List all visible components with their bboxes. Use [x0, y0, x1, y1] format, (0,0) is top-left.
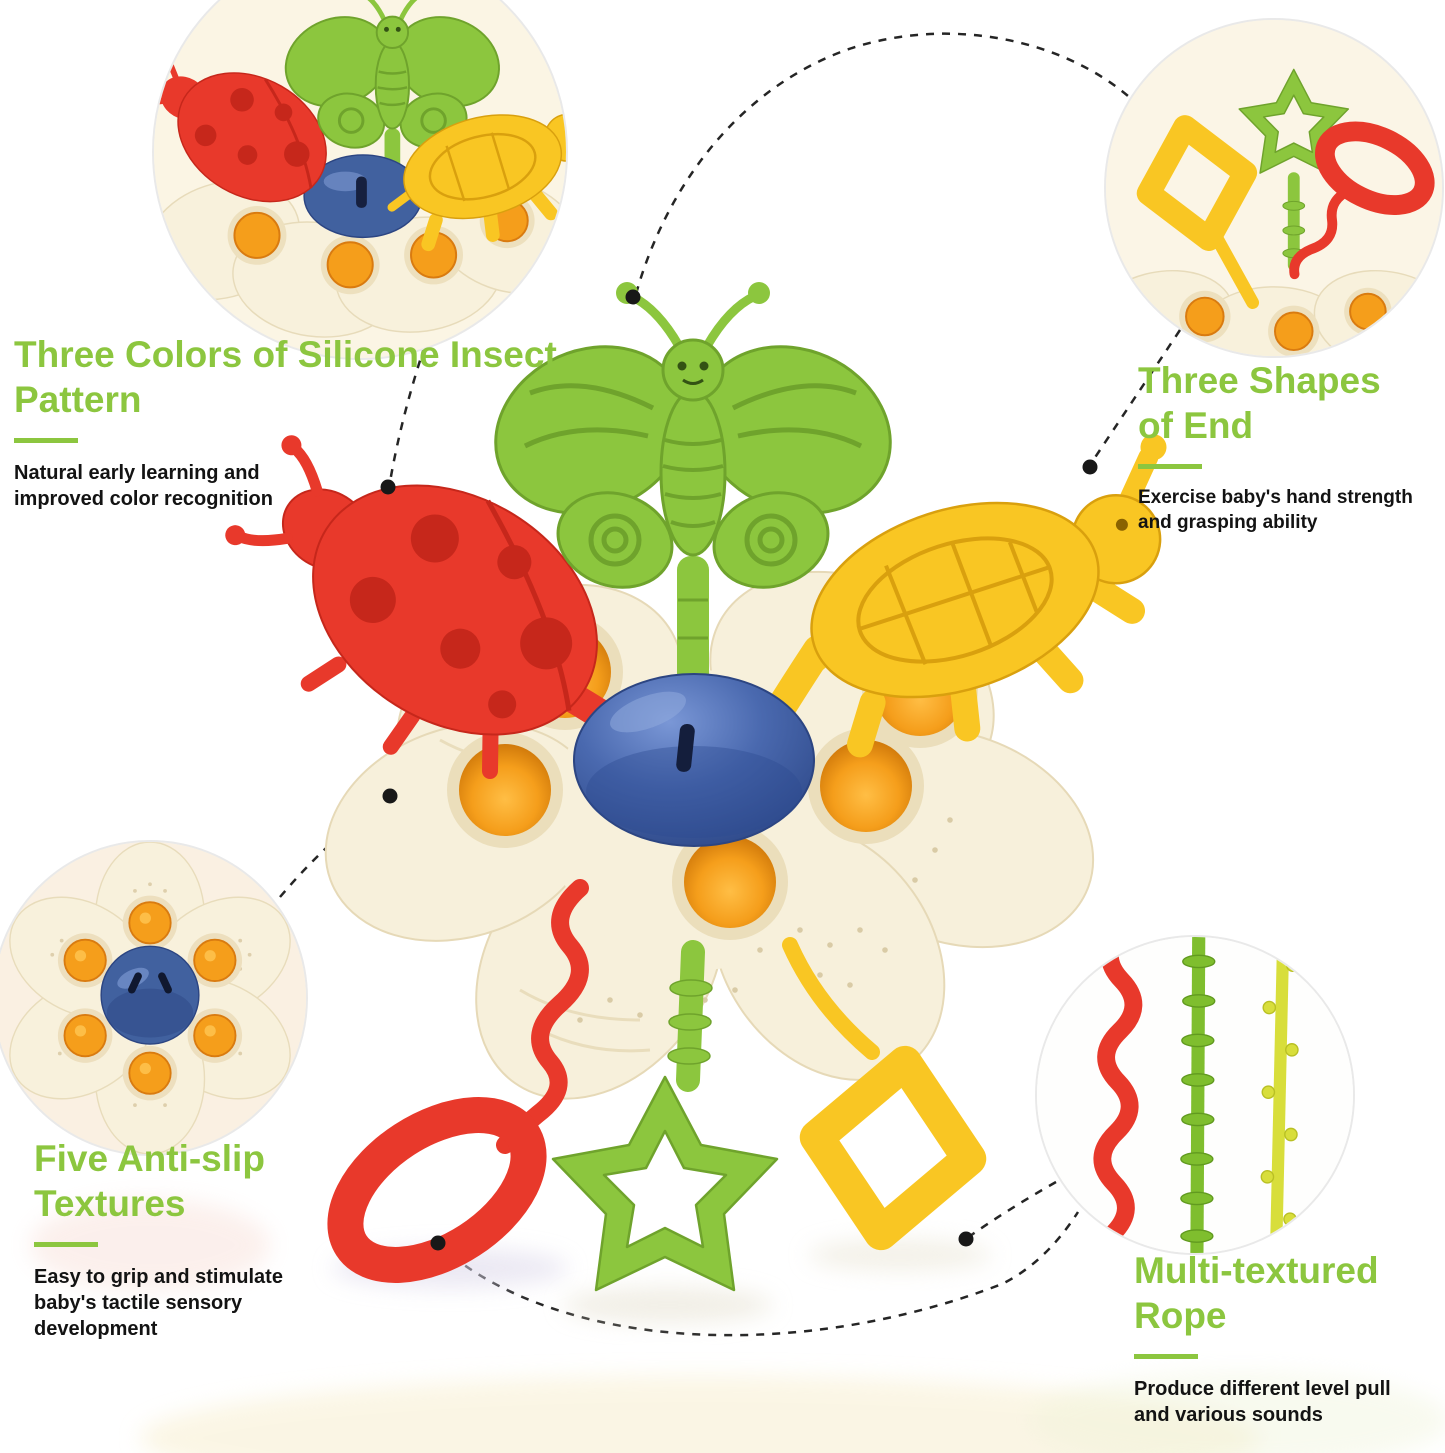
green-butterfly: [494, 282, 892, 589]
mini-orange-bubbles: [57, 895, 243, 1101]
title-underline: [14, 438, 78, 444]
feature-desc-insect-pattern: Natural early learning and improved colo…: [14, 462, 273, 511]
green-nub-rope: [1180, 937, 1216, 1253]
leader-to-rope-right: [969, 1180, 1057, 1238]
feature-antislip: Five Anti-slip Textures Easy to grip and…: [34, 1136, 374, 1342]
leader-to-rope-left: [439, 1211, 1080, 1337]
feature-rope: Multi-textured Rope Produce different le…: [1134, 1248, 1445, 1428]
mini-ladybug: [154, 48, 327, 203]
three-textured-ropes-closeup: [1037, 937, 1353, 1253]
flower-base-closeup: [0, 842, 306, 1154]
mini-blue-dome: [303, 154, 423, 239]
mini-blue-dome-top: [100, 945, 200, 1045]
butterfly-head: [661, 338, 725, 402]
background-tints: [30, 1199, 1445, 1453]
red-wavy-rope: [496, 879, 589, 1154]
mini-diamond-ring: [1136, 115, 1260, 309]
red-oval-pull-ring: [327, 1097, 547, 1283]
feature-end-shapes: Three Shapes of End Exercise baby's hand…: [1138, 358, 1438, 536]
feature-desc-end-shapes: Exercise baby's hand strength and graspi…: [1138, 487, 1413, 533]
green-star-pull-ring: [551, 1075, 779, 1292]
leader-to-end-shapes: [1090, 329, 1182, 463]
yellow-diamond-pull-ring: [799, 1045, 987, 1251]
feature-desc-rope: Produce different level pull and various…: [1134, 1378, 1391, 1427]
feature-insect-pattern: Three Colors of Silicone Insect Pattern …: [14, 332, 559, 512]
red-ladybug: [225, 435, 598, 780]
marker-dots: [380, 289, 1098, 1251]
mini-turtle: [387, 113, 566, 252]
ladybug-body: [312, 484, 598, 736]
dome-slot: [676, 723, 695, 772]
leader-from-butterfly: [634, 32, 1129, 295]
title-underline: [1138, 464, 1202, 470]
feature-desc-antislip: Easy to grip and stimulate baby's tactil…: [34, 1266, 283, 1341]
red-wave-rope: [1093, 937, 1143, 1244]
butterfly-body: [659, 389, 727, 557]
mini-oval-ring: [1289, 121, 1435, 280]
inset-three-insects: [152, 0, 568, 360]
feature-title-end-shapes: Three Shapes of End: [1138, 360, 1381, 447]
mini-stipple: [50, 882, 252, 1108]
feature-title-rope: Multi-textured Rope: [1134, 1250, 1379, 1337]
feature-title-insect-pattern: Three Colors of Silicone Insect Pattern: [14, 334, 557, 421]
green-stem-rope: [667, 940, 713, 1092]
turtle-shell: [810, 501, 1100, 699]
petal-stipple-dots: [577, 817, 953, 1023]
three-silicone-insects-closeup: [154, 0, 566, 358]
three-shape-ends-closeup: [1106, 20, 1442, 356]
inset-textured-ropes: [1035, 935, 1355, 1255]
ladybug-spots: [349, 514, 573, 719]
inset-three-shape-ends: [1104, 18, 1444, 358]
inset-flower-base: [0, 840, 308, 1156]
title-underline: [34, 1242, 98, 1248]
blue-dome-center: [573, 673, 815, 847]
title-underline: [1134, 1354, 1198, 1360]
feature-title-antislip: Five Anti-slip Textures: [34, 1138, 265, 1225]
yellow-turtle: [782, 434, 1167, 758]
mini-orange-pads: [1179, 287, 1392, 356]
yellow-rope: [782, 937, 880, 1060]
